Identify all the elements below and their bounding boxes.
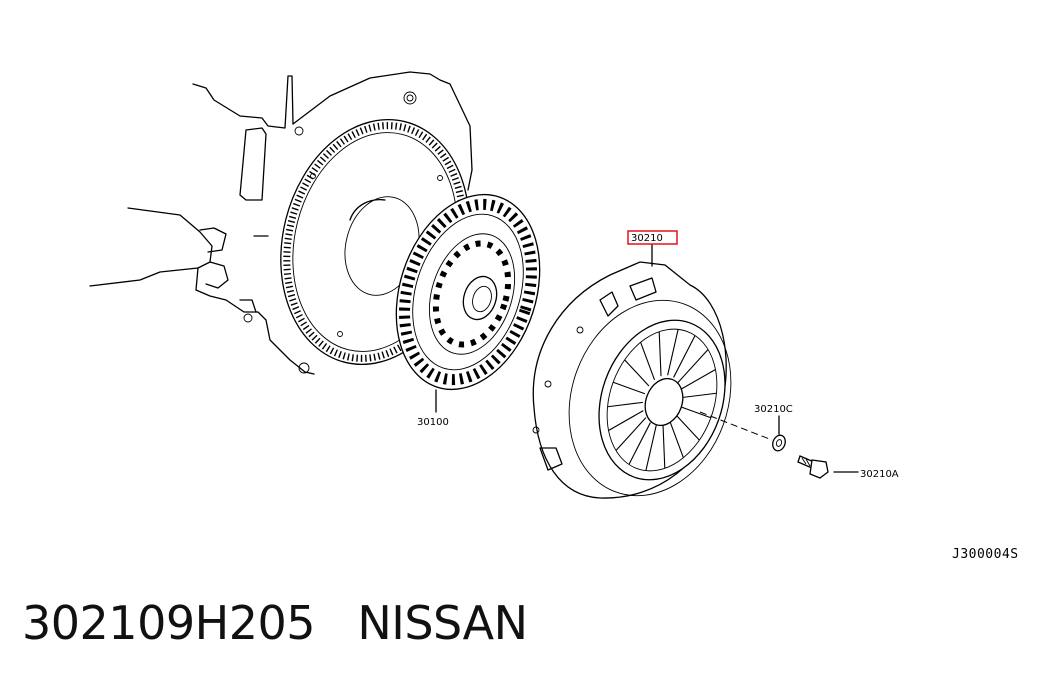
caption-brand: NISSAN bbox=[357, 596, 528, 650]
clutch-disc bbox=[395, 193, 541, 413]
bolt bbox=[797, 455, 859, 479]
engine-block bbox=[89, 71, 473, 375]
part-caption: 302109H205 NISSAN bbox=[22, 596, 528, 650]
figure-code: J300004S bbox=[952, 547, 1019, 562]
assembly-axis bbox=[699, 411, 773, 441]
part-label-30210c[interactable]: 30210C bbox=[754, 404, 793, 415]
clutch-cover bbox=[532, 243, 732, 499]
part-label-30100[interactable]: 30100 bbox=[417, 417, 449, 428]
part-label-30210a[interactable]: 30210A bbox=[860, 469, 899, 480]
highlight-box bbox=[627, 230, 678, 245]
caption-part-number: 302109H205 bbox=[22, 596, 316, 650]
washer bbox=[772, 415, 786, 452]
part-label-30210[interactable]: 30210 bbox=[631, 233, 663, 244]
